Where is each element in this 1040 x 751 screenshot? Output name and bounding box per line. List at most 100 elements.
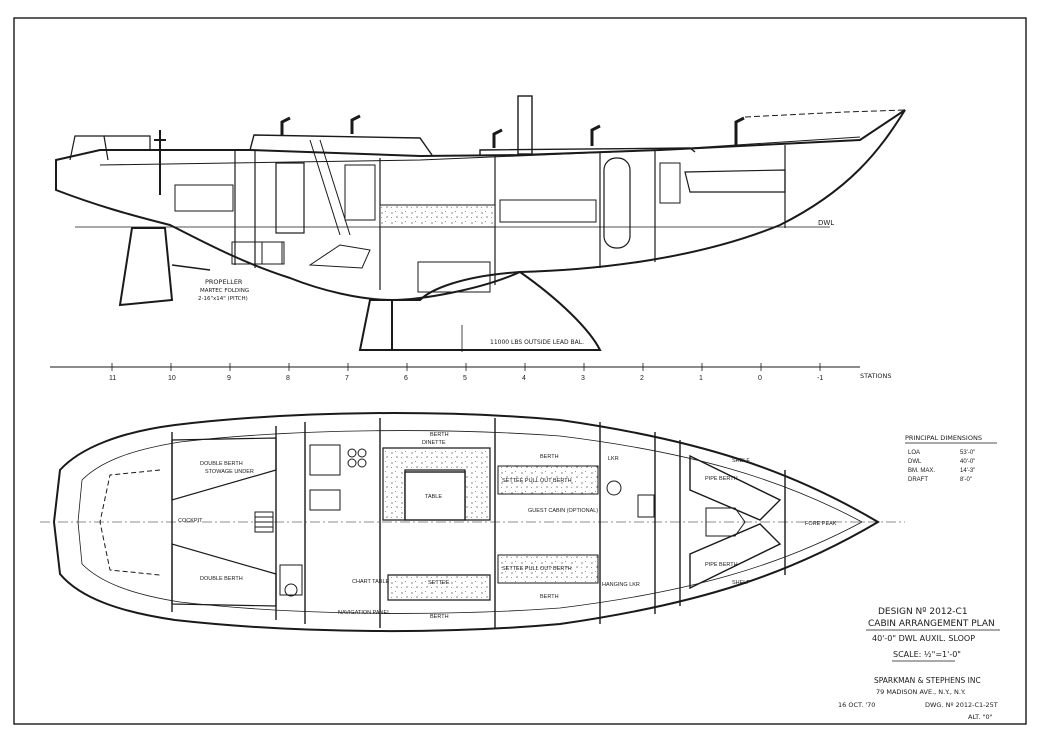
dimension-value: 8'-0" <box>960 477 972 483</box>
label-dinette: DINETTE <box>422 440 446 446</box>
label-settee-pullout-2: SETTEE PULL OUT BERTH <box>502 566 572 572</box>
label-double-berth-2: DOUBLE BERTH <box>200 576 243 582</box>
station-tick-label: 0 <box>758 375 762 382</box>
settee-port <box>387 574 491 601</box>
station-tick-label: 2 <box>640 375 644 382</box>
label-berth-bottom-2: BERTH <box>540 594 559 600</box>
engine <box>308 244 371 269</box>
water-tank <box>231 241 283 265</box>
companion-steps <box>254 511 274 533</box>
deck-sheer <box>99 136 861 166</box>
drawing-number: DWG. Nº 2012-C1-25T <box>925 701 998 709</box>
label-cockpit: COCKPIT <box>178 518 203 524</box>
station-tick-label: 10 <box>168 375 176 382</box>
toilet-forward <box>606 480 622 496</box>
firm-name: SPARKMAN & STEPHENS INC <box>874 676 981 685</box>
pipe-berth-profile <box>684 169 786 193</box>
hull-plan-inner <box>77 430 863 614</box>
cockpit-well <box>99 469 161 576</box>
plan-view: BERTH BERTH DINETTE TABLE SETTEE PULL OU… <box>40 412 905 633</box>
label-lkr: LKR <box>608 456 619 462</box>
station-tick-label: -1 <box>817 375 823 382</box>
profile-view: DWL 11000 LBS OUTSIDE LEAD BAL. <box>55 95 906 352</box>
pipe-berth-port <box>689 454 782 521</box>
dinette-seat <box>382 447 491 521</box>
settee-pullout-upper <box>497 465 599 495</box>
cabin-trunk-aft <box>249 134 433 156</box>
label-shelf-2: SHELF <box>732 580 750 586</box>
label-chart-table: CHART TABLE <box>352 579 390 585</box>
dimension-value: 40'-0" <box>960 459 975 465</box>
profile-bulkheads <box>234 145 786 290</box>
title-block: DESIGN Nº 2012-C1 CABIN ARRANGEMENT PLAN… <box>838 607 1000 721</box>
forward-basin <box>637 494 655 518</box>
design-number: DESIGN Nº 2012-C1 <box>878 607 968 617</box>
dimension-value: 53'-0" <box>960 450 975 456</box>
mast-stub <box>517 95 533 155</box>
propeller-note-1: MARTEC FOLDING <box>200 288 249 294</box>
label-pipe-berth: PIPE BERTH <box>705 476 738 482</box>
station-tick-label: 1 <box>699 375 703 382</box>
label-berth-bottom: BERTH <box>430 614 449 620</box>
head-aft <box>279 564 303 596</box>
firm-address: 79 MADISON AVE., N.Y., N.Y. <box>876 688 966 696</box>
prop-shaft <box>171 264 211 271</box>
label-hanging-lkr: HANGING LKR <box>602 582 640 588</box>
label-stowage-under: STOWAGE UNDER <box>205 469 254 475</box>
sheet-border <box>13 17 1027 725</box>
pipe-berth-stbd <box>689 523 782 590</box>
stove-burners <box>347 448 367 468</box>
cockpit-coaming <box>69 135 109 161</box>
label-pipe-berth-2: PIPE BERTH <box>705 562 738 568</box>
dimension-label: BM. MAX. <box>908 468 935 474</box>
plan-scale: SCALE: ½"=1'-0" <box>893 650 961 659</box>
label-settee-pullout: SETTEE PULL OUT BERTH <box>502 478 572 484</box>
hull-profile-outline <box>55 109 906 301</box>
dinette-table <box>404 471 466 521</box>
label-fore-peak: FORE PEAK <box>805 521 837 527</box>
head-door <box>603 157 631 249</box>
forward-locker <box>659 162 681 204</box>
station-tick-label: 3 <box>581 375 585 382</box>
stove <box>309 444 341 476</box>
settee-pullout-lower <box>497 554 599 584</box>
nav-locker <box>344 164 376 221</box>
rudder-skeg <box>118 227 174 307</box>
aft-door <box>275 162 305 234</box>
bow-pulpit <box>744 109 906 118</box>
fuel-tank <box>261 241 285 265</box>
forepeak-locker <box>705 507 746 537</box>
sink <box>309 489 341 511</box>
station-tick-label: 5 <box>463 375 467 382</box>
ballast-label: 11000 LBS OUTSIDE LEAD BAL. <box>490 339 584 346</box>
dinette-seat-profile <box>379 204 496 228</box>
propeller-note-2: 2-16"x14" (PITCH) <box>198 296 248 302</box>
aft-double-berth-stbd <box>171 543 277 607</box>
plan-subtitle: 40'-0" DWL AUXIL. SLOOP <box>872 634 975 643</box>
label-settee: SETTEE <box>428 580 450 586</box>
dimension-label: DRAFT <box>908 477 928 483</box>
dorade-vent-1 <box>280 116 291 136</box>
alt-mark: ALT. "0" <box>968 713 993 721</box>
plan-labels: BERTH BERTH DINETTE TABLE SETTEE PULL OU… <box>178 432 837 620</box>
stations-label: STATIONS <box>860 372 892 380</box>
dimension-value: 14'-3" <box>960 468 975 474</box>
keel-aft <box>358 299 393 351</box>
toilet-aft <box>284 583 298 597</box>
steering-pedestal <box>154 130 166 195</box>
station-tick-label: 7 <box>345 375 349 382</box>
label-shelf: SHELF <box>732 458 750 464</box>
dorade-vent-5 <box>734 116 745 146</box>
label-berth-top: BERTH <box>430 432 449 438</box>
dwl-label: DWL <box>818 219 834 227</box>
propeller-label: PROPELLER <box>205 278 243 286</box>
station-tick-label: 8 <box>286 375 290 382</box>
station-tick-label: 9 <box>227 375 231 382</box>
aft-lockers <box>174 184 234 212</box>
